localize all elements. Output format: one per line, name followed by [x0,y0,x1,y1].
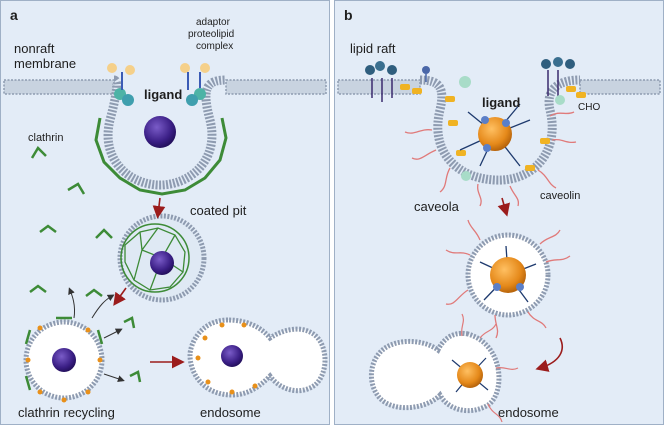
panel-b-letter: b [344,7,353,23]
caveolar-vesicle [445,219,571,339]
uncoating-vesicle [23,316,105,403]
nonraft-label-2: membrane [14,56,77,71]
caveolin-fringe [404,111,577,207]
clathrin-coat [94,117,228,196]
adaptor-label-3: complex [196,41,234,52]
endosome-label-b: endosome [498,405,559,420]
coated-vesicle [117,213,207,303]
ligand-pit [144,116,176,148]
clathrin-label: clathrin [28,132,64,144]
caveola-label: caveola [414,199,459,214]
arrows-a [68,197,185,383]
cho-label: CHO [578,102,601,113]
clathrin-triskelions [29,145,142,383]
cholesterol-chains [400,84,586,171]
lipid-raft-label: lipid raft [350,41,396,56]
endosome-b-shape [368,313,519,423]
caveolin-label: caveolin [540,190,581,202]
adaptor-label-1: adaptor [196,17,230,28]
raft-lipids [365,57,575,181]
adaptor-proteins [107,63,210,106]
panel-a-letter: a [10,7,18,23]
clathrin-recycling-label: clathrin recycling [18,405,115,420]
endosome-label-a: endosome [200,405,261,420]
raft-membrane-shape [337,75,661,185]
arrows-b [497,197,564,372]
nonraft-membrane-shape [3,75,327,190]
nonraft-label-1: nonraft [14,41,55,56]
adaptor-label-2: proteolipid [188,29,235,40]
caveola-ligand-receptors [459,103,531,167]
ligand-label-b: ligand [482,95,521,110]
ligand-label-a: ligand [144,87,183,102]
coated-pit-label: coated pit [190,203,247,218]
endosome-a-shape [187,317,328,398]
